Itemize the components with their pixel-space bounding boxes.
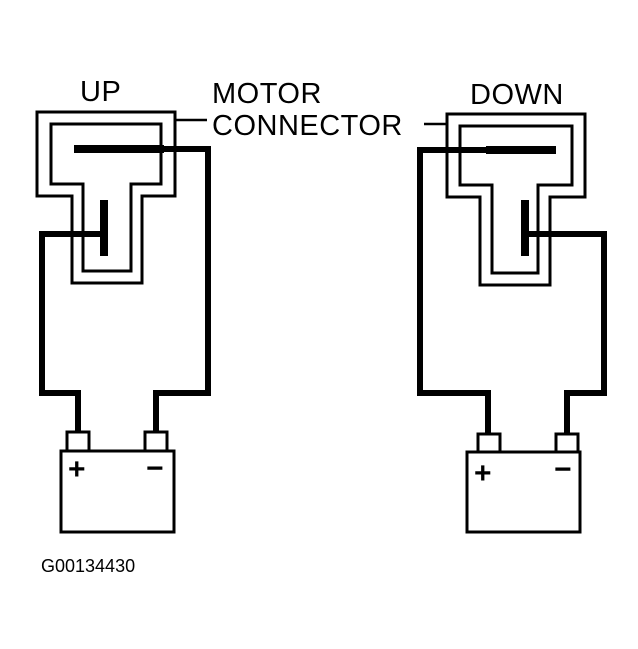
up-wire-positive — [39, 231, 104, 432]
down-wire-positive — [417, 147, 491, 434]
down-battery-negative-sign: − — [554, 453, 572, 486]
down-circuit — [417, 112, 607, 534]
up-battery-negative-sign: − — [146, 452, 164, 485]
figure-id: G00134430 — [41, 556, 135, 576]
down-battery-post-negative — [554, 432, 580, 454]
up-label: UP — [80, 76, 121, 108]
up-connector-inner — [49, 122, 163, 273]
up-battery-post-negative — [143, 430, 169, 453]
up-wire-negative — [153, 146, 211, 432]
down-battery-post-positive — [476, 432, 502, 454]
down-label: DOWN — [470, 79, 564, 111]
down-battery-positive-sign: + — [474, 457, 492, 490]
up-battery-body — [59, 449, 176, 534]
motor-connector-label-line2: CONNECTOR — [212, 110, 403, 142]
motor-connector-label-line1: MOTOR — [212, 78, 322, 110]
down-battery-body — [465, 450, 582, 534]
up-battery-post-positive — [65, 430, 91, 453]
up-battery-positive-sign: + — [68, 453, 86, 486]
down-connector-inner — [458, 124, 574, 275]
down-connector-outer — [445, 112, 587, 287]
up-circuit — [35, 110, 211, 534]
down-wire-negative — [525, 231, 607, 434]
up-connector-outer — [35, 110, 177, 285]
